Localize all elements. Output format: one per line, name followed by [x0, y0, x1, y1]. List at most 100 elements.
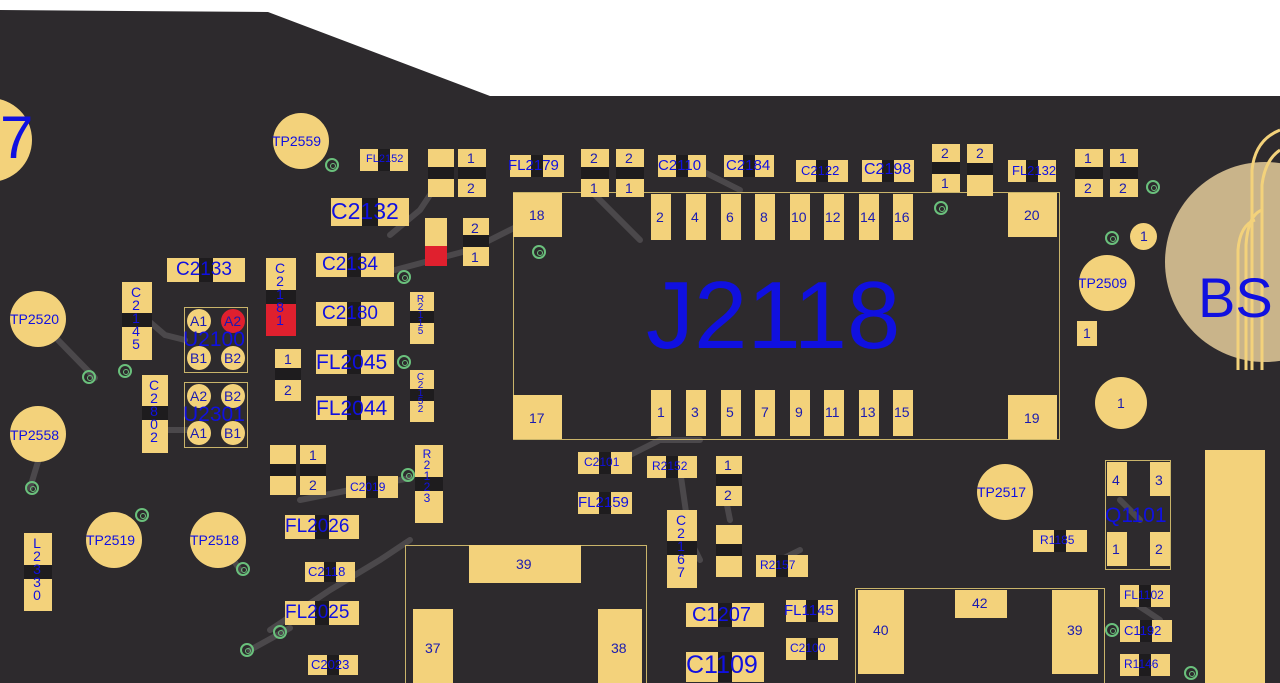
- ref-designator: C2134: [322, 254, 378, 275]
- large-pad: [858, 590, 904, 674]
- round-pad: [1095, 377, 1147, 429]
- component-gap: [315, 515, 329, 539]
- ball-pad: [221, 346, 245, 370]
- component-gap: [667, 541, 697, 555]
- via: [118, 364, 132, 378]
- component-gap: [718, 603, 732, 627]
- via: [397, 270, 411, 284]
- component-gap: [324, 562, 336, 582]
- via: [1146, 180, 1160, 194]
- ref-designator: C2181: [272, 260, 288, 325]
- pin-pad: [1150, 532, 1170, 566]
- pin-number: 15: [894, 404, 910, 420]
- pin-pad: [893, 194, 913, 240]
- pin-pad: [721, 390, 741, 436]
- pin-number: 2: [625, 150, 633, 166]
- ref-designator: C2023: [311, 657, 350, 672]
- component-gap: [1026, 160, 1038, 182]
- pin-number: A2: [224, 313, 242, 329]
- component-gap: [366, 476, 378, 498]
- pin-number: 10: [791, 209, 807, 225]
- testpoint-pad: [190, 512, 246, 568]
- component-gap: [24, 565, 52, 579]
- via: [934, 201, 948, 215]
- pin-pad: [721, 194, 741, 240]
- pin-number: 1: [941, 175, 949, 191]
- ref-designator: C2118: [308, 564, 346, 579]
- ball-pad: [187, 309, 211, 333]
- pin-number: 40: [873, 622, 889, 638]
- pin-number: 1: [1112, 541, 1120, 557]
- pin-number: 2: [1084, 180, 1092, 196]
- ref-designator: C2198: [864, 161, 912, 178]
- component-gap: [676, 155, 688, 177]
- pin-number: 13: [860, 404, 876, 420]
- via: [240, 643, 254, 657]
- large-pad: [469, 545, 581, 583]
- large-pad: [1052, 590, 1098, 674]
- component-gap: [327, 655, 339, 675]
- ref-designator: C2133: [176, 259, 232, 280]
- pin-number: 2: [656, 209, 664, 225]
- pin-number: 1: [1140, 228, 1148, 244]
- component-gap: [716, 474, 742, 486]
- component-gap: [616, 167, 644, 179]
- pin-number: A1: [190, 425, 208, 441]
- pin-pad: [1107, 462, 1127, 496]
- pin-number: 14: [860, 209, 876, 225]
- ref-designator: C2152: [415, 372, 426, 412]
- pin-pad: [1150, 462, 1170, 496]
- pin-number: 4: [691, 209, 699, 225]
- ref-designator: R2157: [760, 558, 796, 572]
- ref-designator: C2122: [801, 163, 840, 178]
- ref-designator: R2152: [652, 459, 688, 473]
- pin-number: 39: [1067, 622, 1083, 638]
- component-gap: [1139, 654, 1151, 676]
- testpoint-pad: [10, 291, 66, 347]
- ref-designator: R2115: [415, 294, 426, 334]
- component-gap: [347, 253, 361, 277]
- testpoint-label: TP2517: [977, 484, 1027, 500]
- ref-designator: FL2179: [508, 157, 559, 174]
- pin-number: 37: [425, 640, 441, 656]
- testpoint-pad: [273, 113, 329, 169]
- ref-designator: FL2044: [316, 397, 388, 420]
- pin-number: A2: [190, 388, 208, 404]
- pin-number: 2: [467, 180, 475, 196]
- j2118-corner-pad: [513, 395, 562, 439]
- testpoint-label: TP2558: [10, 427, 60, 443]
- component-gap: [428, 167, 454, 179]
- ref-designator: C2145: [128, 284, 144, 349]
- ref-designator: FL2026: [285, 516, 350, 537]
- testpoint-label: TP2559: [272, 133, 322, 149]
- component-gap: [1110, 167, 1138, 179]
- component-gap: [1054, 530, 1066, 552]
- pin-pad: [824, 194, 844, 240]
- edge-component-number: 7: [0, 104, 34, 171]
- pin-number: 1: [1117, 395, 1125, 411]
- pin-pad: [859, 194, 879, 240]
- pin-number: B1: [190, 350, 208, 366]
- square-pad: [1077, 321, 1097, 346]
- component-gap: [882, 160, 894, 182]
- pin-number: 2: [309, 477, 317, 493]
- via: [25, 481, 39, 495]
- component-gap: [776, 555, 788, 577]
- round-pad: [1130, 223, 1157, 250]
- pin-number: 2: [941, 145, 949, 161]
- ball-pad: [221, 421, 245, 445]
- ref-designator: C1207: [692, 604, 751, 626]
- pin-number: 2: [1155, 541, 1163, 557]
- pin-number: 16: [894, 209, 910, 225]
- pin-number: B1: [224, 425, 242, 441]
- q1101-outline: [1105, 460, 1171, 570]
- pin-number: 2: [590, 150, 598, 166]
- ref-designator: C2184: [726, 157, 771, 174]
- ref-designator: C2132: [331, 198, 399, 224]
- j2118-corner-pad: [513, 193, 562, 237]
- pin-number: 7: [761, 404, 769, 420]
- testpoint-pad: [1079, 255, 1135, 311]
- pin-number: 3: [691, 404, 699, 420]
- via: [1105, 623, 1119, 637]
